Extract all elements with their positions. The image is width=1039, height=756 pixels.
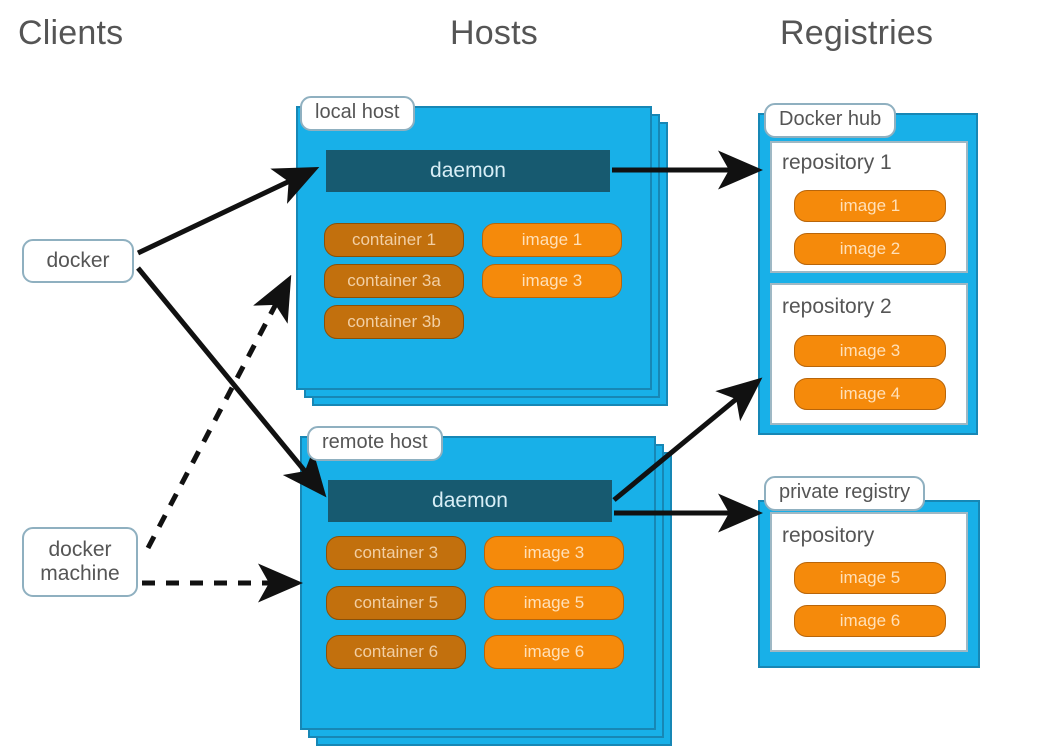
repository-1-image-1[interactable]: image 1 — [794, 190, 946, 222]
daemon-label: daemon — [432, 489, 508, 512]
registry-private-registry-label: private registry — [764, 476, 926, 511]
local-host-label: local host — [300, 96, 415, 131]
private-repository-title: repository — [782, 524, 875, 547]
repository-1-title: repository 1 — [782, 151, 892, 174]
remote-host-container-3[interactable]: container 3 — [326, 536, 466, 570]
client-docker[interactable]: docker — [22, 239, 134, 283]
local-host-image-3[interactable]: image 3 — [482, 264, 622, 298]
column-header-registries: Registries — [780, 14, 934, 52]
remote-host-container-6[interactable]: container 6 — [326, 635, 466, 669]
client-docker-machine-label: docker machine — [40, 538, 120, 585]
connector-docker-to-local-daemon — [136, 167, 320, 256]
remote-host-container-5[interactable]: container 5 — [326, 586, 466, 620]
connector-docker-to-remote-daemon — [136, 266, 327, 498]
remote-host-image-3[interactable]: image 3 — [484, 536, 624, 570]
host-remote-host[interactable]: daemon container 3 container 5 container… — [300, 436, 680, 748]
local-host-container-3b[interactable]: container 3b — [324, 305, 464, 339]
host-local-host[interactable]: daemon container 1 container 3a containe… — [296, 106, 668, 406]
column-header-clients: Clients — [18, 14, 124, 52]
client-docker-machine[interactable]: docker machine — [22, 527, 138, 597]
remote-host-label: remote host — [307, 426, 443, 461]
repository-2-image-3[interactable]: image 3 — [794, 335, 946, 367]
local-host-container-1[interactable]: container 1 — [324, 223, 464, 257]
private-repository-image-6[interactable]: image 6 — [794, 605, 946, 637]
column-header-hosts: Hosts — [450, 14, 538, 52]
local-host-daemon[interactable]: daemon — [326, 150, 610, 192]
remote-host-image-6[interactable]: image 6 — [484, 635, 624, 669]
repository-1-image-2[interactable]: image 2 — [794, 233, 946, 265]
local-host-container-3a[interactable]: container 3a — [324, 264, 464, 298]
remote-host-daemon[interactable]: daemon — [328, 480, 612, 522]
local-host-image-1[interactable]: image 1 — [482, 223, 622, 257]
daemon-label: daemon — [430, 159, 506, 182]
repository-2-image-4[interactable]: image 4 — [794, 378, 946, 410]
remote-host-image-5[interactable]: image 5 — [484, 586, 624, 620]
registry-docker-hub-label: Docker hub — [764, 103, 897, 138]
registry-private-registry[interactable]: repository image 5 image 6 — [758, 500, 980, 668]
private-repository-image-5[interactable]: image 5 — [794, 562, 946, 594]
repository-2-title: repository 2 — [782, 295, 892, 318]
registry-docker-hub[interactable]: repository 1 image 1 image 2 repository … — [758, 113, 978, 435]
connector-docker-machine-to-local-host — [145, 274, 292, 550]
